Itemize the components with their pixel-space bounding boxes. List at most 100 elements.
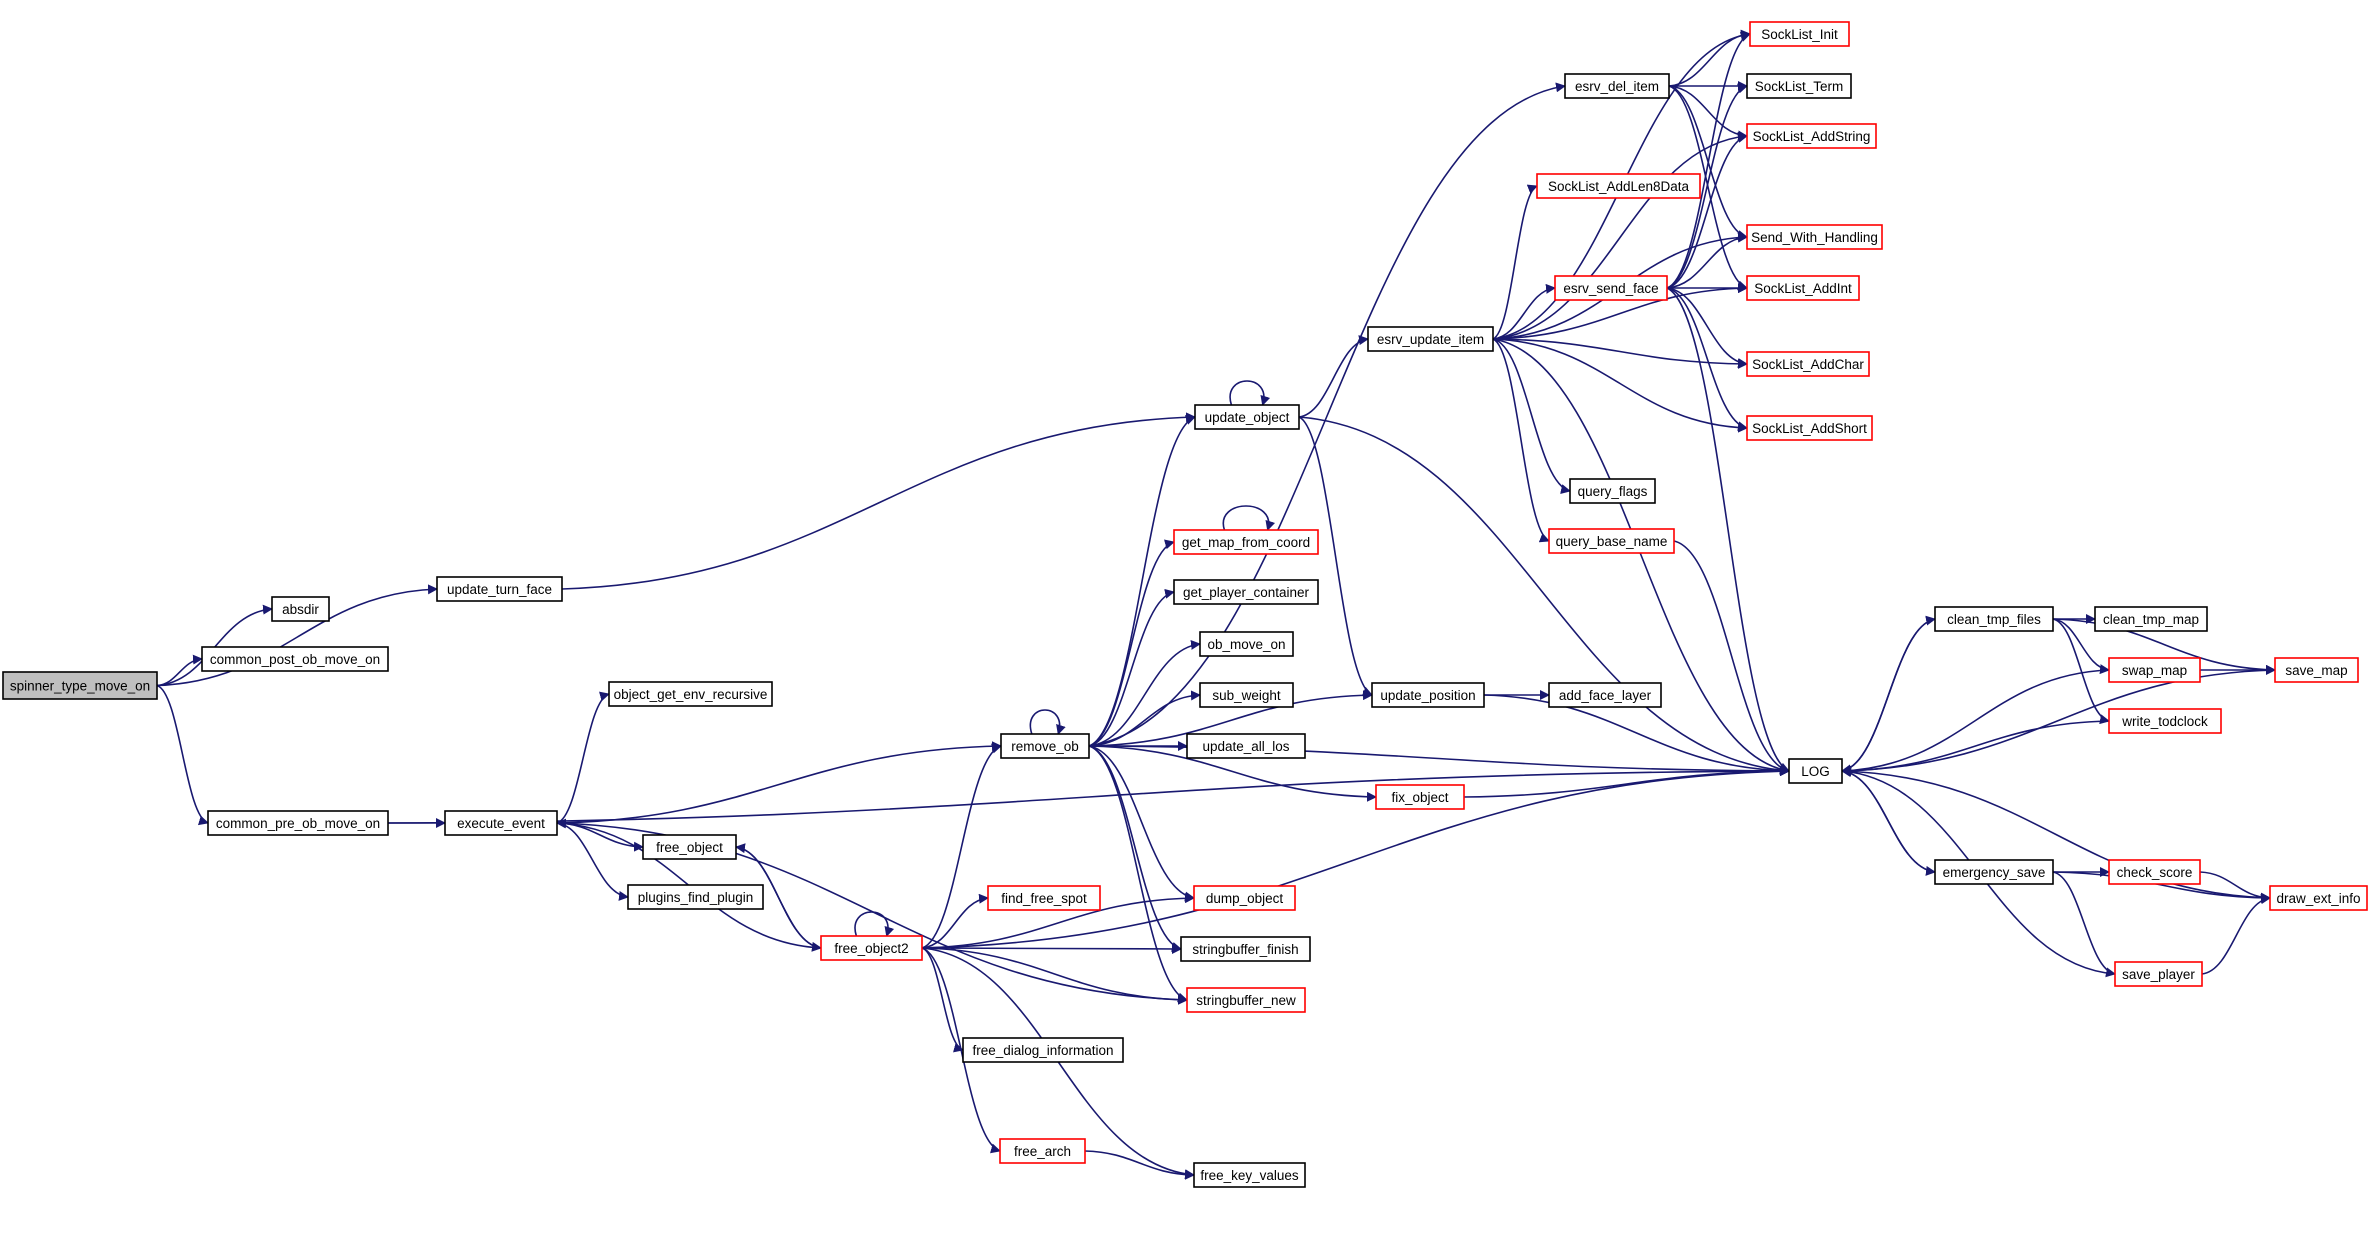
edge-remove_ob-to-get_map_from_coord	[1088, 539, 1175, 747]
edge-clean_tmp_files-to-swap_map	[2052, 618, 2110, 675]
node-check_score[interactable]: check_score	[2108, 859, 2201, 885]
node-label: SockList_AddInt	[1754, 281, 1852, 296]
edge-esrv_send_face-to-SockList_AddShort	[1666, 287, 1748, 432]
edge-free_object2-to-free_object	[735, 843, 822, 949]
node-box	[1548, 682, 1662, 708]
node-box	[1194, 404, 1300, 430]
node-get_map_from_coord[interactable]: get_map_from_coord	[1173, 529, 1319, 555]
edge-esrv_send_face-to-Send_With_Handling	[1666, 232, 1748, 289]
node-label: SockList_AddString	[1753, 129, 1871, 144]
node-box	[962, 1037, 1124, 1063]
node-LOG[interactable]: LOG	[1788, 758, 1843, 784]
node-box	[2108, 708, 2222, 734]
node-SockList_AddChar[interactable]: SockList_AddChar	[1746, 351, 1870, 377]
node-plugins_find_plugin[interactable]: plugins_find_plugin	[627, 884, 764, 910]
node-box	[1536, 173, 1701, 199]
node-label: clean_tmp_files	[1947, 612, 2041, 627]
node-label: dump_object	[1206, 891, 1284, 906]
node-save_player[interactable]: save_player	[2114, 961, 2203, 987]
edge-esrv_update_item-to-SockList_AddInt	[1492, 283, 1748, 340]
node-swap_map[interactable]: swap_map	[2108, 657, 2201, 683]
node-update_all_los[interactable]: update_all_los	[1186, 733, 1306, 759]
node-query_flags[interactable]: query_flags	[1569, 478, 1656, 504]
node-remove_ob[interactable]: remove_ob	[1000, 733, 1090, 759]
node-free_object[interactable]: free_object	[642, 834, 737, 860]
node-free_arch[interactable]: free_arch	[999, 1138, 1086, 1164]
node-box	[444, 810, 558, 836]
node-clean_tmp_map[interactable]: clean_tmp_map	[2094, 606, 2208, 632]
node-find_free_spot[interactable]: find_free_spot	[987, 885, 1101, 911]
edge-remove_ob-to-esrv_del_item	[1088, 82, 1566, 747]
node-common_pre_ob_move_on[interactable]: common_pre_ob_move_on	[207, 810, 389, 836]
node-SockList_AddString[interactable]: SockList_AddString	[1746, 123, 1877, 149]
node-SockList_AddLen8Data[interactable]: SockList_AddLen8Data	[1536, 173, 1701, 199]
node-absdir[interactable]: absdir	[271, 596, 330, 622]
node-box	[1199, 631, 1294, 657]
node-write_todclock[interactable]: write_todclock	[2108, 708, 2222, 734]
node-SockList_Init[interactable]: SockList_Init	[1749, 21, 1850, 47]
node-object_get_env_recursive[interactable]: object_get_env_recursive	[608, 681, 773, 707]
edge-esrv_update_item-to-SockList_AddString	[1492, 131, 1748, 340]
node-esrv_send_face[interactable]: esrv_send_face	[1554, 275, 1668, 301]
node-esrv_del_item[interactable]: esrv_del_item	[1564, 73, 1670, 99]
edge-execute_event-to-object_get_env_recursive	[556, 691, 610, 824]
edge-esrv_update_item-to-SockList_AddChar	[1492, 338, 1748, 369]
edge-esrv_send_face-to-SockList_Init	[1666, 32, 1751, 289]
node-get_player_container[interactable]: get_player_container	[1173, 579, 1319, 605]
node-sub_weight[interactable]: sub_weight	[1199, 682, 1294, 708]
node-update_object[interactable]: update_object	[1194, 404, 1300, 430]
node-box	[1186, 987, 1306, 1013]
node-free_dialog_information[interactable]: free_dialog_information	[962, 1037, 1124, 1063]
node-SockList_AddInt[interactable]: SockList_AddInt	[1746, 275, 1860, 301]
node-free_object2[interactable]: free_object2	[820, 935, 923, 961]
node-SockList_AddShort[interactable]: SockList_AddShort	[1746, 415, 1873, 441]
node-box	[627, 884, 764, 910]
node-stringbuffer_finish[interactable]: stringbuffer_finish	[1180, 936, 1311, 962]
edge-spinner_type_move_on-to-common_pre_ob_move_on	[156, 684, 209, 826]
node-free_key_values[interactable]: free_key_values	[1193, 1162, 1306, 1188]
node-label: common_pre_ob_move_on	[216, 816, 380, 831]
edge-clean_tmp_files-to-write_todclock	[2052, 618, 2110, 725]
node-save_map[interactable]: save_map	[2274, 657, 2359, 683]
edge-free_object2-to-LOG	[921, 766, 1790, 949]
node-label: plugins_find_plugin	[638, 890, 754, 905]
node-dump_object[interactable]: dump_object	[1193, 885, 1296, 911]
edge-remove_ob-to-remove_ob	[1029, 709, 1066, 735]
nodes: spinner_type_move_on absdir common_post_ob…	[2, 21, 2368, 1188]
edge-swap_map-to-LOG	[1841, 669, 2110, 776]
node-fix_object[interactable]: fix_object	[1375, 784, 1465, 810]
node-stringbuffer_new[interactable]: stringbuffer_new	[1186, 987, 1306, 1013]
edge-free_arch-to-free_key_values	[1084, 1150, 1195, 1180]
node-box	[1375, 784, 1465, 810]
node-clean_tmp_files[interactable]: clean_tmp_files	[1934, 606, 2054, 632]
node-box	[1788, 758, 1843, 784]
node-box	[1934, 859, 2054, 885]
node-query_base_name[interactable]: query_base_name	[1548, 528, 1675, 554]
node-label: ob_move_on	[1207, 637, 1285, 652]
node-label: save_player	[2122, 967, 2195, 982]
edge-free_object2-to-free_object2	[854, 911, 895, 937]
edge-clean_tmp_files-to-save_map	[2052, 618, 2276, 675]
node-box	[642, 834, 737, 860]
node-esrv_update_item[interactable]: esrv_update_item	[1367, 326, 1494, 352]
node-Send_With_Handling[interactable]: Send_With_Handling	[1746, 224, 1883, 250]
node-box	[1746, 123, 1877, 149]
node-update_position[interactable]: update_position	[1371, 682, 1485, 708]
node-execute_event[interactable]: execute_event	[444, 810, 558, 836]
node-common_post_ob_move_on[interactable]: common_post_ob_move_on	[201, 646, 389, 672]
node-ob_move_on[interactable]: ob_move_on	[1199, 631, 1294, 657]
node-label: add_face_layer	[1559, 688, 1652, 703]
node-draw_ext_info[interactable]: draw_ext_info	[2269, 885, 2368, 911]
edge-query_base_name-to-LOG	[1673, 540, 1790, 774]
node-SockList_Term[interactable]: SockList_Term	[1746, 73, 1852, 99]
node-add_face_layer[interactable]: add_face_layer	[1548, 682, 1662, 708]
node-update_turn_face[interactable]: update_turn_face	[436, 576, 563, 602]
node-box	[1186, 733, 1306, 759]
node-box	[1569, 478, 1656, 504]
node-box	[1564, 73, 1670, 99]
node-label: absdir	[282, 602, 319, 617]
node-label: find_free_spot	[1001, 891, 1087, 906]
node-spinner_type_move_on[interactable]: spinner_type_move_on	[2, 671, 158, 700]
node-box	[1193, 885, 1296, 911]
node-emergency_save[interactable]: emergency_save	[1934, 859, 2054, 885]
